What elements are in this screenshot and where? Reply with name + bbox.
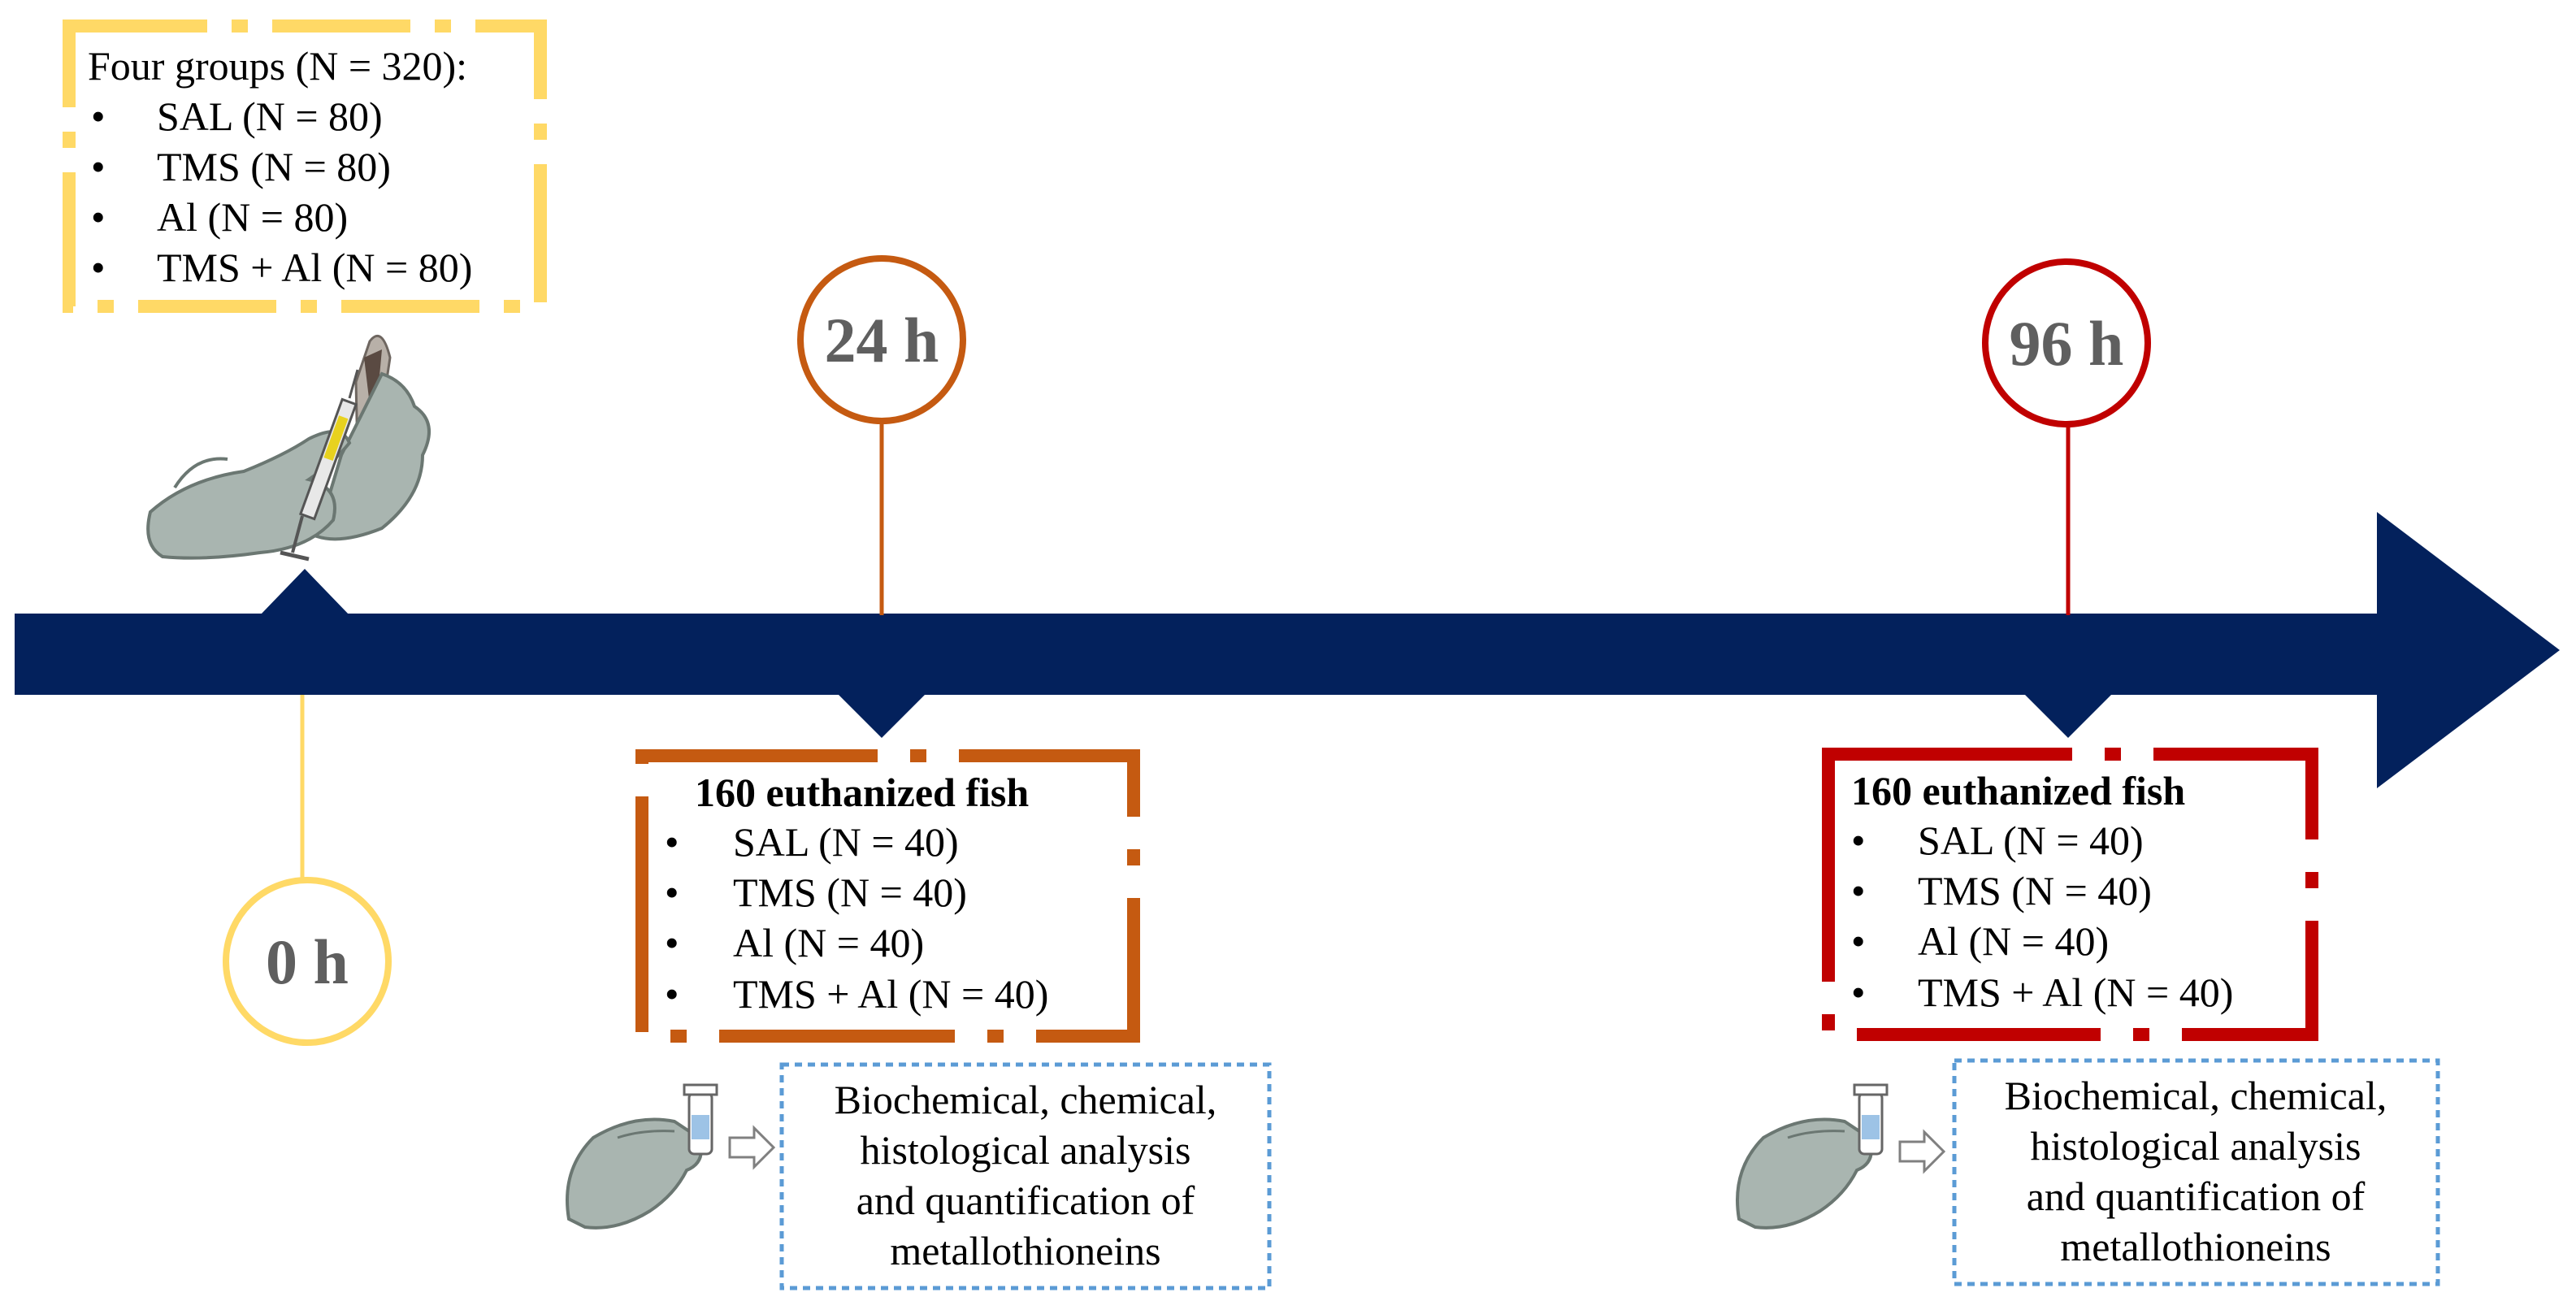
bullet: • xyxy=(1851,818,1866,863)
sample-tube-hand-icon-96h xyxy=(1736,1083,1889,1230)
analysis-box-24h: Biochemical, chemical, histological anal… xyxy=(779,1062,1272,1290)
bullet: • xyxy=(91,144,106,189)
sample-item-sal-96h: SAL (N = 40) xyxy=(1918,818,2144,863)
bullet: • xyxy=(1851,918,1866,964)
analysis-line-1-96h: Biochemical, chemical, xyxy=(2005,1073,2387,1118)
analysis-box-96h: Biochemical, chemical, histological anal… xyxy=(1952,1058,2440,1286)
group-item-al: Al (N = 80) xyxy=(157,194,348,240)
marker-notch-0h xyxy=(260,569,349,615)
groups-list: • SAL (N = 80) • TMS (N = 80) • Al (N = … xyxy=(91,93,472,290)
time-circle-0h xyxy=(223,877,392,1046)
analysis-line-4-96h: metallothioneins xyxy=(2060,1224,2331,1269)
bullet: • xyxy=(91,245,106,290)
sample-tube-hand-icon-24h xyxy=(566,1083,718,1230)
sample-box-96h: 160 euthanized fish • SAL (N = 40) • TMS… xyxy=(1822,748,2318,1041)
analysis-line-3-24h: and quantification of xyxy=(856,1178,1195,1223)
sample-title-24h: 160 euthanized fish xyxy=(695,770,1029,815)
groups-box: Four groups (N = 320): • SAL (N = 80) • … xyxy=(63,20,547,313)
sample-item-sal-24h: SAL (N = 40) xyxy=(733,819,959,865)
analysis-line-1-24h: Biochemical, chemical, xyxy=(835,1077,1217,1122)
hollow-arrow-icon-96h xyxy=(1898,1129,1946,1174)
bullet: • xyxy=(665,920,679,965)
bullet: • xyxy=(1851,969,1866,1015)
sample-item-al-96h: Al (N = 40) xyxy=(1918,918,2109,964)
timeline-arrow xyxy=(15,512,2560,788)
analysis-line-3-96h: and quantification of xyxy=(2027,1173,2366,1219)
time-label-24h: 24 h xyxy=(825,305,939,375)
syringe-injection-icon xyxy=(146,334,431,562)
sample-item-tms-al-96h: TMS + Al (N = 40) xyxy=(1918,969,2233,1015)
hollow-arrow-icon-24h xyxy=(728,1125,776,1170)
time-label-96h: 96 h xyxy=(2010,308,2124,379)
marker-96h: 96 h xyxy=(1982,258,2151,615)
marker-0h: 0 h xyxy=(223,695,392,1046)
groups-title: Four groups (N = 320): xyxy=(88,43,467,89)
bullet: • xyxy=(665,971,679,1017)
sample-item-tms-96h: TMS (N = 40) xyxy=(1918,868,2152,913)
sample-item-al-24h: Al (N = 40) xyxy=(733,920,924,965)
marker-24h: 24 h xyxy=(797,255,966,615)
sample-item-tms-al-24h: TMS + Al (N = 40) xyxy=(733,971,1048,1017)
group-item-sal: SAL (N = 80) xyxy=(157,93,383,139)
analysis-line-2-24h: histological analysis xyxy=(861,1127,1191,1173)
marker-notch-96h xyxy=(2023,693,2113,738)
sample-box-24h: 160 euthanized fish • SAL (N = 40) • TMS… xyxy=(635,749,1140,1043)
group-item-tms: TMS (N = 80) xyxy=(157,144,391,189)
bullet: • xyxy=(665,819,679,865)
analysis-line-4-24h: metallothioneins xyxy=(890,1228,1160,1273)
bullet: • xyxy=(91,93,106,139)
bullet: • xyxy=(91,194,106,240)
group-item-tms-al: TMS + Al (N = 80) xyxy=(157,245,472,290)
bullet: • xyxy=(665,870,679,915)
sample-title-96h: 160 euthanized fish xyxy=(1851,768,2185,813)
analysis-line-2-96h: histological analysis xyxy=(2031,1123,2361,1169)
marker-notch-24h xyxy=(837,693,926,738)
sample-item-tms-24h: TMS (N = 40) xyxy=(733,870,967,915)
time-label-0h: 0 h xyxy=(266,926,349,997)
bullet: • xyxy=(1851,868,1866,913)
